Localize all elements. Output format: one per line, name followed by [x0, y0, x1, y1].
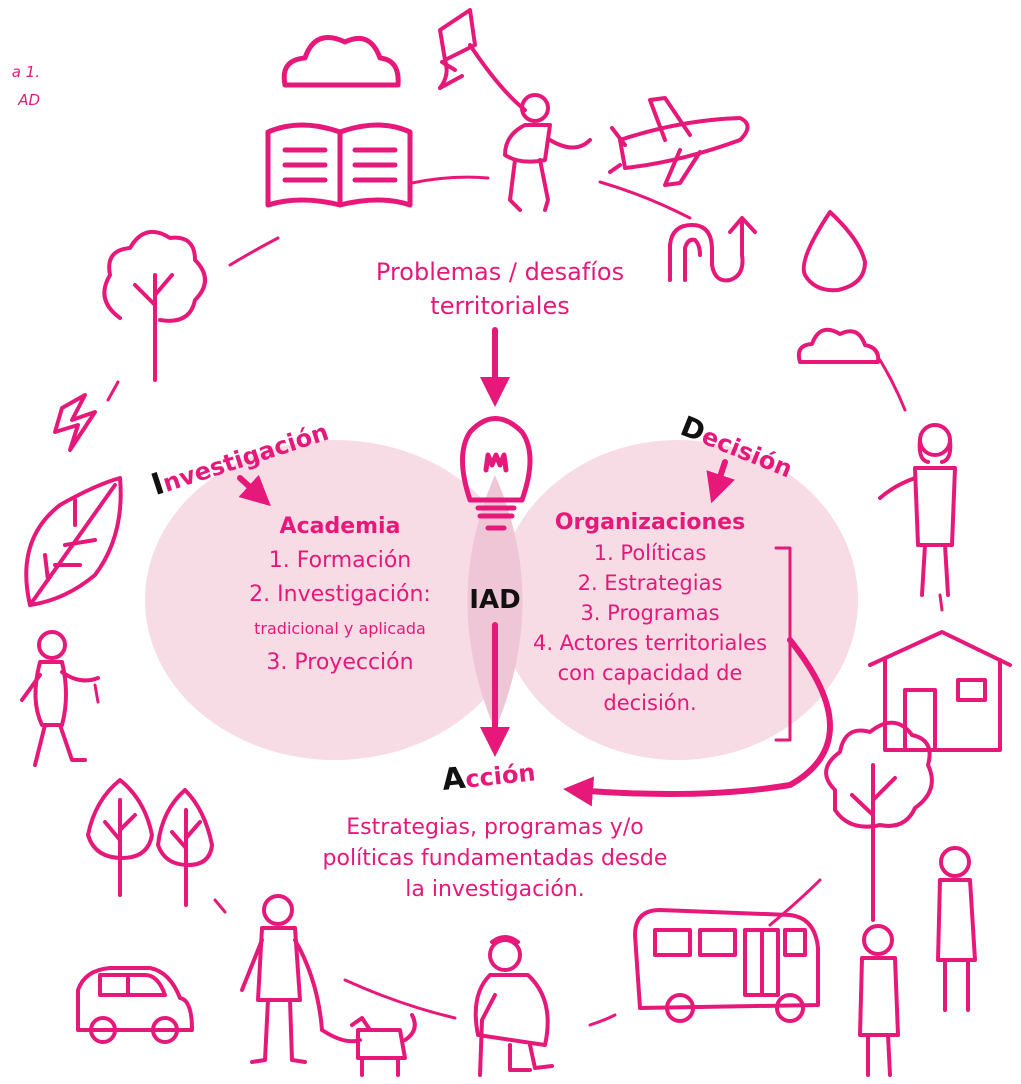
organizaciones-ellipse: [498, 440, 858, 760]
cloud-icon-right: [796, 327, 881, 364]
iad-label: IAD: [469, 585, 521, 615]
caption-line-2: AD: [18, 91, 40, 109]
organizaciones-item: 1. Políticas: [593, 541, 707, 565]
book-icon: [265, 122, 413, 208]
water-drop-icon: [801, 210, 867, 293]
walking-person-icon: [20, 630, 100, 767]
accion-description: Estrategias, programas y/o políticas fun…: [310, 812, 680, 905]
tree-icon-bottom-right: [824, 720, 934, 922]
academia-block: Academia 1. Formación 2. Investigación: …: [205, 510, 475, 680]
accion-line-2: políticas fundamentadas desde: [322, 846, 668, 871]
figure-caption: a 1. AD: [0, 58, 40, 114]
investigacion-arrow: [237, 474, 271, 507]
organizaciones-item: con capacidad de: [557, 661, 743, 685]
academia-item: 1. Formación: [268, 548, 412, 573]
problem-line-2: territoriales: [430, 292, 570, 320]
problem-line-1: Problemas / desafíos: [375, 258, 625, 286]
organizaciones-to-accion-arrow: [563, 637, 833, 807]
flow-arrows: [237, 327, 833, 807]
accion-line-1: Estrategias, programas y/o: [346, 815, 644, 840]
organizaciones-title: Organizaciones: [554, 510, 746, 535]
academia-title: Academia: [279, 514, 401, 539]
academia-item: tradicional y aplicada: [254, 619, 426, 638]
airplane-icon: [608, 96, 750, 187]
cloud-icon: [281, 35, 401, 88]
organizaciones-item: 3. Programas: [580, 601, 720, 625]
lightbulb-icon: [460, 416, 533, 531]
organizaciones-block: Organizaciones 1. Políticas 2. Estrategi…: [500, 508, 800, 718]
kite-icon: [438, 8, 477, 90]
leaf-icon: [24, 476, 123, 607]
car-icon: [76, 966, 194, 1044]
academia-item: 3. Proyección: [266, 650, 414, 675]
people-icon: [858, 846, 977, 1077]
connector-arcs: [93, 175, 944, 1027]
venn-ellipses: [145, 440, 858, 760]
academia-ellipse: [145, 440, 525, 760]
person-with-dog-icon: [240, 894, 417, 1077]
trees-icon: [86, 778, 214, 907]
arrow-path-icon: [668, 216, 757, 283]
overlap-region: [467, 475, 523, 730]
lightning-icon: [53, 393, 97, 452]
accion-rest: cción: [463, 758, 537, 794]
house-icon: [868, 630, 1012, 752]
organizaciones-item: 2. Estrategias: [577, 571, 723, 595]
elderly-person-icon: [473, 935, 554, 1077]
woman-icon: [878, 423, 957, 597]
academia-item: 2. Investigación:: [249, 582, 431, 607]
decision-arrow: [706, 459, 735, 504]
organizaciones-item: decisión.: [603, 691, 697, 715]
accion-line-3: la investigación.: [405, 877, 585, 902]
bus-icon: [633, 908, 820, 1023]
problem-label: Problemas / desafíos territoriales: [340, 255, 660, 323]
kite-flyer-icon: [468, 43, 592, 212]
caption-line-1: a 1.: [11, 63, 40, 81]
tree-icon: [102, 229, 207, 382]
organizaciones-item: 4. Actores territoriales: [532, 631, 768, 655]
